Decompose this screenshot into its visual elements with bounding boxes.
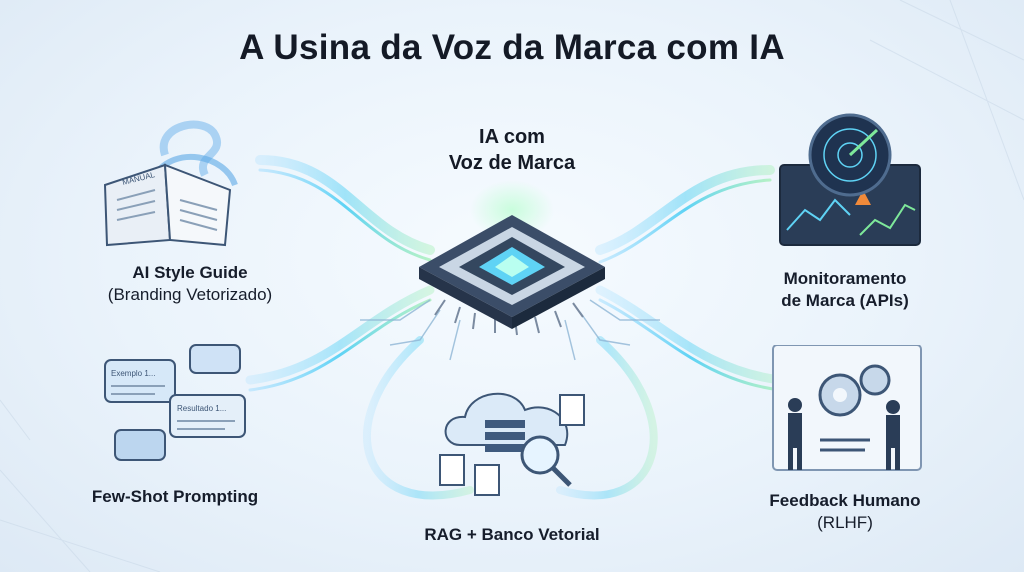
feedback-label: Feedback Humano (RLHF) <box>745 490 945 534</box>
manual-book-icon: MANUAL <box>103 120 238 247</box>
style-guide-subtitle: (Branding Vetorizado) <box>107 285 273 304</box>
radar-dashboard-icon <box>779 113 921 246</box>
center-label: IA com Voz de Marca <box>412 124 612 176</box>
feedback-title: Feedback Humano <box>769 491 921 510</box>
cloud-database-icon <box>439 392 585 496</box>
center-label-line2: Voz de Marca <box>448 152 576 174</box>
rag-label: RAG + Banco Vetorial <box>395 524 629 546</box>
ai-chip-icon <box>419 215 605 336</box>
bubble-2-text: Resultado 1... <box>177 404 226 413</box>
style-guide-label: AI Style Guide (Branding Vetorizado) <box>90 262 290 306</box>
chat-bubbles-icon: Exemplo 1... Resultado 1... <box>104 344 246 461</box>
few-shot-label: Few-Shot Prompting <box>70 486 280 508</box>
bubble-1-text: Exemplo 1... <box>111 369 155 378</box>
page-title: A Usina da Voz da Marca com IA <box>239 28 785 67</box>
feedback-subtitle: (RLHF) <box>817 513 873 532</box>
rag-title: RAG + Banco Vetorial <box>424 525 600 544</box>
style-guide-title: AI Style Guide <box>132 263 248 282</box>
monitoring-label: Monitoramento de Marca (APIs) <box>740 268 950 312</box>
monitoring-title: Monitoramento <box>783 269 907 288</box>
center-label-line1: IA com <box>479 126 545 148</box>
monitoring-subtitle: de Marca (APIs) <box>781 291 909 310</box>
few-shot-title: Few-Shot Prompting <box>91 487 259 506</box>
gears-people-icon <box>772 345 922 471</box>
